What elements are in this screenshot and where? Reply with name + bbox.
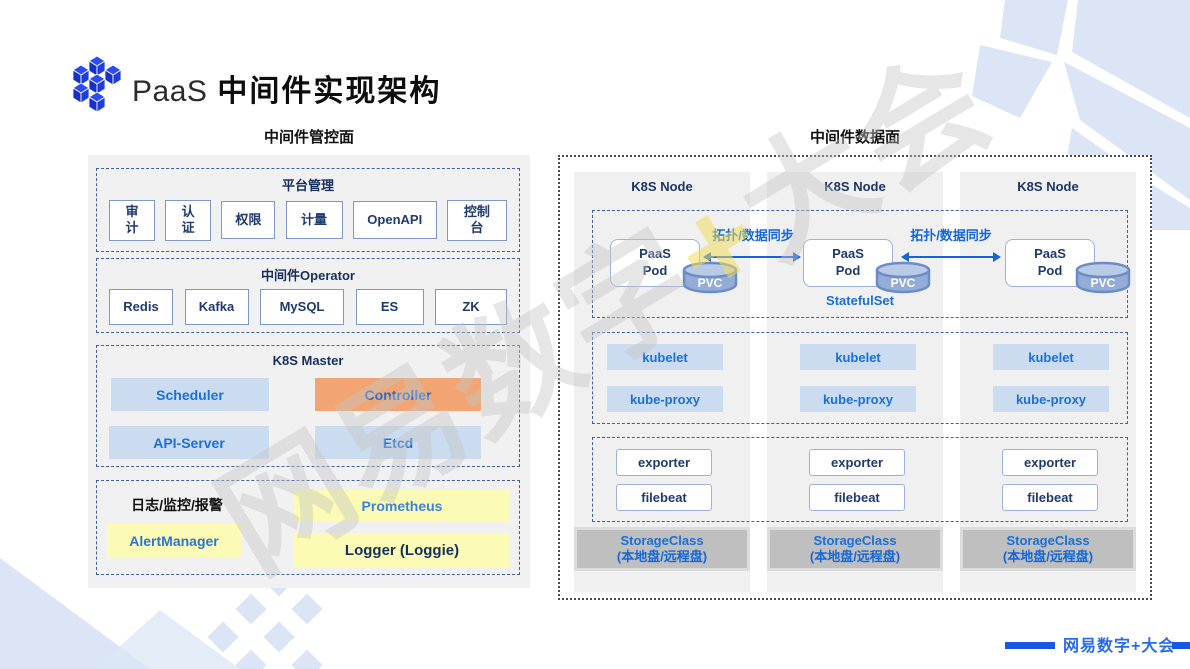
- kube-proxy-chip: kube-proxy: [993, 386, 1109, 412]
- box-audit: 审 计: [109, 199, 155, 241]
- storageclass-box: StorageClass (本地盘/远程盘): [574, 527, 750, 571]
- cubes-logo-icon: [72, 55, 122, 113]
- statefulset-label: StatefulSet: [826, 293, 894, 308]
- box-metering: 计量: [285, 201, 343, 239]
- node-agents-box: kubelet kubelet kubelet kube-proxy kube-…: [592, 332, 1128, 424]
- storageclass-disks: (本地盘/远程盘): [616, 549, 708, 564]
- storageclass-name: StorageClass: [1006, 532, 1090, 548]
- sync-label: 拓扑/数据同步: [910, 228, 992, 243]
- pvc-label: PVC: [698, 276, 723, 290]
- paas-pod: PaaS Pod: [610, 239, 700, 287]
- kube-proxy-chip: kube-proxy: [607, 386, 723, 412]
- box-perm: 权限: [221, 201, 276, 239]
- k8s-node-label: K8S Node: [824, 179, 886, 194]
- data-plane-panel: K8S Node K8S Node K8S Node PaaS Pod PaaS…: [558, 155, 1152, 600]
- control-plane-title: 中间件管控面: [263, 129, 354, 146]
- exporter-chip: exporter: [1002, 449, 1098, 476]
- k8s-node-label: K8S Node: [1017, 179, 1079, 194]
- box-openapi: OpenAPI: [352, 201, 437, 239]
- footer-bar-right: [1172, 642, 1190, 649]
- operator-title: 中间件Operator: [261, 268, 355, 283]
- operator-section: 中间件Operator Redis Kafka MySQL ES ZK: [96, 258, 520, 333]
- filebeat-chip: filebeat: [1002, 484, 1098, 511]
- footer-brand: 网易数字+大会: [1063, 638, 1176, 655]
- box-redis: Redis: [109, 289, 173, 325]
- paas-pod: PaaS Pod: [803, 239, 893, 287]
- exporter-chip: exporter: [616, 449, 712, 476]
- chip-controller: Controller: [315, 378, 481, 411]
- kubelet-chip: kubelet: [993, 344, 1109, 370]
- storageclass-disks: (本地盘/远程盘): [809, 549, 901, 564]
- exporter-chip: exporter: [809, 449, 905, 476]
- pvc-cylinder-icon: PVC: [875, 261, 931, 294]
- control-plane-panel: 平台管理 审 计 认 证 权限 计量 OpenAPI 控制 台 中间件Opera…: [88, 155, 530, 588]
- filebeat-chip: filebeat: [616, 484, 712, 511]
- filebeat-chip: filebeat: [809, 484, 905, 511]
- storageclass-name: StorageClass: [813, 532, 897, 548]
- platform-mgmt-row: 审 计 认 证 权限 计量 OpenAPI 控制 台: [109, 199, 507, 241]
- page-title: PaaS 中间件实现架构: [132, 66, 441, 110]
- footer-bar-left: [1005, 642, 1055, 649]
- operator-row: Redis Kafka MySQL ES ZK: [109, 289, 507, 325]
- page-title-prefix: PaaS: [132, 75, 208, 108]
- storageclass-box: StorageClass (本地盘/远程盘): [767, 527, 943, 571]
- chip-api-server: API-Server: [109, 426, 269, 459]
- sync-label: 拓扑/数据同步: [712, 228, 794, 243]
- box-auth: 认 证: [165, 199, 212, 241]
- k8s-master-title: K8S Master: [272, 353, 344, 368]
- box-zk: ZK: [435, 289, 507, 325]
- logging-section: 日志/监控/报警 Prometheus AlertManager Logger …: [96, 480, 520, 575]
- pvc-label: PVC: [1091, 276, 1116, 290]
- logging-title: 日志/监控/报警: [131, 497, 223, 513]
- kube-proxy-chip: kube-proxy: [800, 386, 916, 412]
- box-es: ES: [355, 289, 424, 325]
- storageclass-disks: (本地盘/远程盘): [1002, 549, 1094, 564]
- box-kafka: Kafka: [184, 289, 249, 325]
- k8s-master-section: K8S Master Scheduler Controller API-Serv…: [96, 345, 520, 467]
- chip-alertmanager: AlertManager: [107, 524, 241, 558]
- pvc-label: PVC: [891, 276, 916, 290]
- sync-arrow-icon: [901, 252, 1001, 262]
- storageclass-box: StorageClass (本地盘/远程盘): [960, 527, 1136, 571]
- data-plane-title: 中间件数据面: [809, 129, 900, 146]
- platform-mgmt-section: 平台管理 审 计 认 证 权限 计量 OpenAPI 控制 台: [96, 168, 520, 252]
- kubelet-chip: kubelet: [800, 344, 916, 370]
- box-console: 控制 台: [446, 199, 507, 241]
- chip-logger: Logger (Loggie): [294, 533, 510, 568]
- chip-etcd: Etcd: [315, 426, 481, 459]
- page-title-main: 中间件实现架构: [217, 75, 442, 108]
- pvc-cylinder-icon: PVC: [682, 261, 738, 294]
- storageclass-name: StorageClass: [620, 532, 704, 548]
- chip-scheduler: Scheduler: [111, 378, 269, 411]
- platform-mgmt-title: 平台管理: [281, 178, 334, 193]
- sync-arrow-icon: [703, 252, 801, 262]
- pvc-cylinder-icon: PVC: [1075, 261, 1131, 294]
- chip-prometheus: Prometheus: [294, 490, 510, 521]
- k8s-node-label: K8S Node: [631, 179, 693, 194]
- statefulset-box: PaaS Pod PaaS Pod PaaS Pod PVC PVC PVC 拓…: [592, 210, 1131, 318]
- kubelet-chip: kubelet: [607, 344, 723, 370]
- box-mysql: MySQL: [260, 289, 344, 325]
- collectors-box: exporter exporter exporter filebeat file…: [592, 437, 1128, 522]
